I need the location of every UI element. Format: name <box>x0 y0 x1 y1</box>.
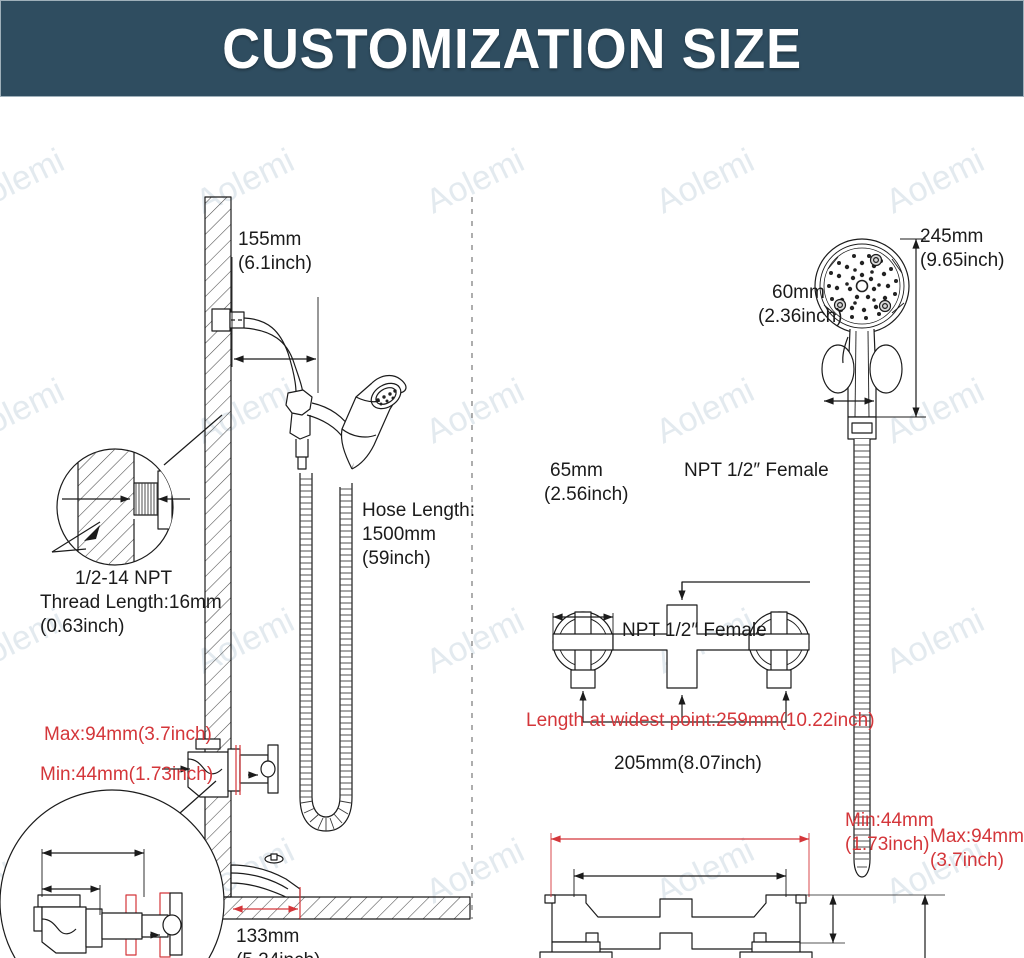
shower-hose-right <box>853 439 871 878</box>
handheld-shower-head-right <box>814 238 910 440</box>
shower-hose-left <box>299 473 353 832</box>
dimension-205mm <box>573 869 787 897</box>
dimension-min-44mm <box>42 885 101 915</box>
label-65mm-in: (2.56inch) <box>544 484 629 505</box>
diverter-valve-wall <box>162 738 279 798</box>
technical-drawing-canvas: Aolemi Aolemi Aolemi Aolemi Aolemi Aolem… <box>0 97 1024 958</box>
dimension-133mm <box>233 887 301 919</box>
drawing-vectors <box>0 196 945 958</box>
dimension-min-44mm-front <box>800 894 945 944</box>
label-155mm-mm: 155mm <box>238 229 302 250</box>
label-npt-thread-line2: Thread Length:16mm <box>40 592 222 613</box>
dimension-max-94mm-front <box>921 895 929 958</box>
tub-spout <box>230 853 301 898</box>
label-max-94mm-in: (3.7inch) <box>930 850 1004 871</box>
npt-thread-detail-callout <box>51 414 223 566</box>
label-max-94mm-mm: Max:94mm <box>930 826 1024 847</box>
page-header-banner: CUSTOMIZATION SIZE <box>0 0 1024 97</box>
valve-body-top-view <box>552 604 810 689</box>
label-detail-min-44mm: Min:44mm(1.73inch) <box>40 764 214 785</box>
label-min-44mm-in: (1.73inch) <box>845 834 930 855</box>
npt-female-leaders <box>579 581 810 723</box>
label-npt-female-bottom: NPT 1/2″ Female <box>622 620 767 641</box>
page-title: CUSTOMIZATION SIZE <box>222 16 802 81</box>
label-npt-thread-line3: (0.63inch) <box>40 616 125 637</box>
hose-ribs-bend <box>300 800 352 831</box>
label-60mm-mm: 60mm <box>772 282 825 303</box>
handheld-shower-head-left <box>340 374 407 470</box>
label-min-44mm-mm: Min:44mm <box>845 810 934 831</box>
label-65mm-mm: 65mm <box>550 460 603 481</box>
label-205mm: 205mm(8.07inch) <box>614 753 762 774</box>
label-hose-length-line2: 1500mm <box>362 524 436 545</box>
hose-ribs-right <box>340 488 352 796</box>
shower-arm-assembly <box>211 308 304 397</box>
dimension-155mm <box>231 257 319 393</box>
label-hose-length-line1: Hose Length: <box>362 500 476 521</box>
label-245mm-mm: 245mm <box>920 226 984 247</box>
valve-body-front-view <box>539 894 813 958</box>
label-hose-length-line3: (59inch) <box>362 548 431 569</box>
label-60mm-in: (2.36inch) <box>758 306 843 327</box>
label-155mm-in: (6.1inch) <box>238 253 312 274</box>
hose-ribs-left <box>300 478 312 798</box>
dimension-65mm <box>552 613 614 637</box>
label-npt-thread-line1: 1/2-14 NPT <box>75 568 173 589</box>
label-245mm-in: (9.65inch) <box>920 250 1005 271</box>
dimension-widest-point <box>550 833 810 897</box>
label-widest-point: Length at widest point:259mm(10.22inch) <box>526 710 875 731</box>
wall-thickness-detail-callout <box>0 780 225 958</box>
label-npt-female-top: NPT 1/2″ Female <box>684 460 829 481</box>
label-133mm-mm: 133mm <box>236 926 300 947</box>
dimension-60mm <box>824 397 877 413</box>
label-133mm-in: (5.24inch) <box>236 949 321 958</box>
label-detail-max-94mm: Max:94mm(3.7inch) <box>44 724 212 745</box>
dimension-245mm <box>876 238 926 418</box>
